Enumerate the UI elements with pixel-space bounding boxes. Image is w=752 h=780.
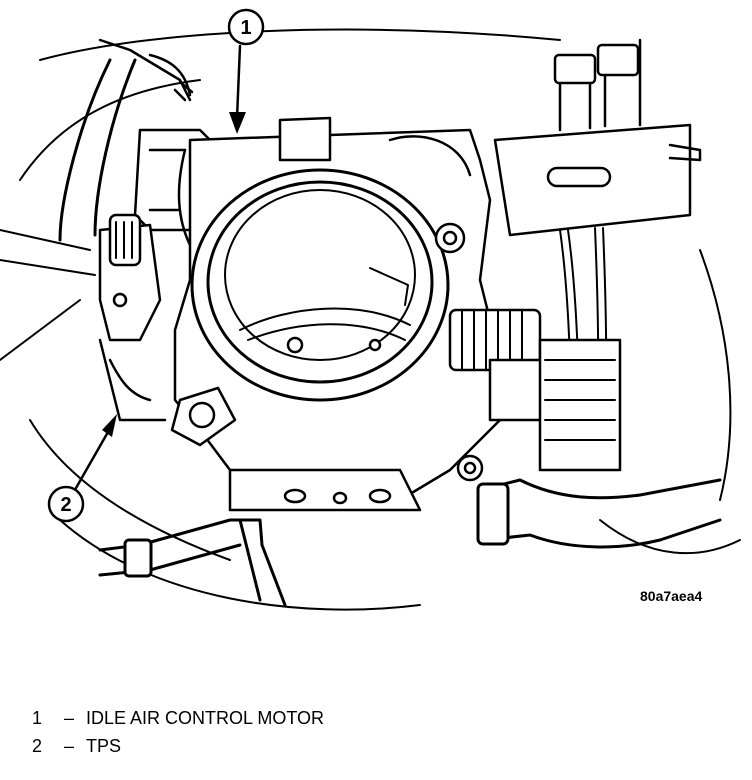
legend: 1 – IDLE AIR CONTROL MOTOR 2 – TPS: [32, 704, 324, 760]
legend-separator: –: [63, 708, 74, 728]
legend-number: 1: [32, 708, 43, 728]
wiring-harness: [58, 38, 194, 242]
throttle-cables: [538, 227, 622, 472]
figure-code: 80a7aea4: [640, 588, 703, 604]
vacuum-hoses: [98, 478, 722, 607]
legend-number: 2: [32, 736, 43, 756]
legend-label: TPS: [86, 736, 122, 756]
lower-flange: [228, 468, 422, 512]
cable-bracket: [493, 38, 702, 237]
callout-2-number: 2: [60, 494, 71, 516]
mounting-bolts: [170, 222, 484, 482]
legend-item: 2 – TPS: [32, 732, 324, 760]
legend-item: 1 – IDLE AIR CONTROL MOTOR: [32, 704, 324, 732]
callout-2: 2: [47, 414, 117, 523]
tps-sensor: [98, 213, 167, 422]
legend-separator: –: [63, 736, 74, 756]
throttle-body-illustration: 1 2: [0, 8, 741, 611]
callout-1-number: 1: [240, 17, 251, 39]
callout-1: 1: [227, 8, 265, 134]
legend-label: IDLE AIR CONTROL MOTOR: [86, 708, 325, 728]
throttle-bore: [190, 168, 450, 402]
